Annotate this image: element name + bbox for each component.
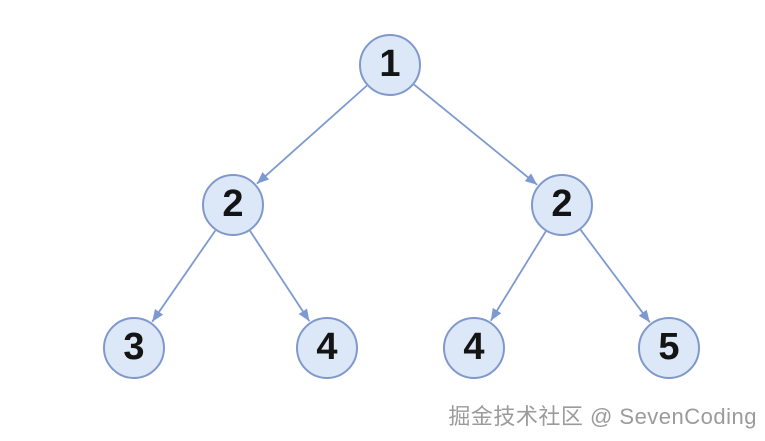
tree-edge	[249, 230, 311, 322]
tree-node-root: 1	[359, 34, 421, 96]
node-value: 3	[123, 326, 145, 368]
tree-edges	[151, 83, 651, 323]
tree-edge	[151, 229, 217, 323]
watermark-text: 掘金技术社区 @ SevenCoding	[448, 404, 757, 429]
node-value: 4	[316, 326, 338, 368]
tree-edge	[413, 83, 538, 186]
node-value: 5	[658, 326, 680, 368]
tree-edge	[256, 84, 368, 185]
tree-node-left-left: 3	[103, 317, 165, 379]
tree-edge	[490, 230, 547, 322]
node-value: 4	[463, 326, 485, 368]
tree-edge	[579, 229, 651, 323]
tree-node-left-right: 4	[296, 317, 358, 379]
node-value: 2	[222, 183, 244, 225]
node-value: 2	[551, 183, 573, 225]
tree-node-right-right: 5	[638, 317, 700, 379]
tree-node-right: 2	[531, 174, 593, 236]
tree-node-right-left: 4	[443, 317, 505, 379]
node-value: 1	[379, 43, 401, 85]
tree-node-left: 2	[202, 174, 264, 236]
